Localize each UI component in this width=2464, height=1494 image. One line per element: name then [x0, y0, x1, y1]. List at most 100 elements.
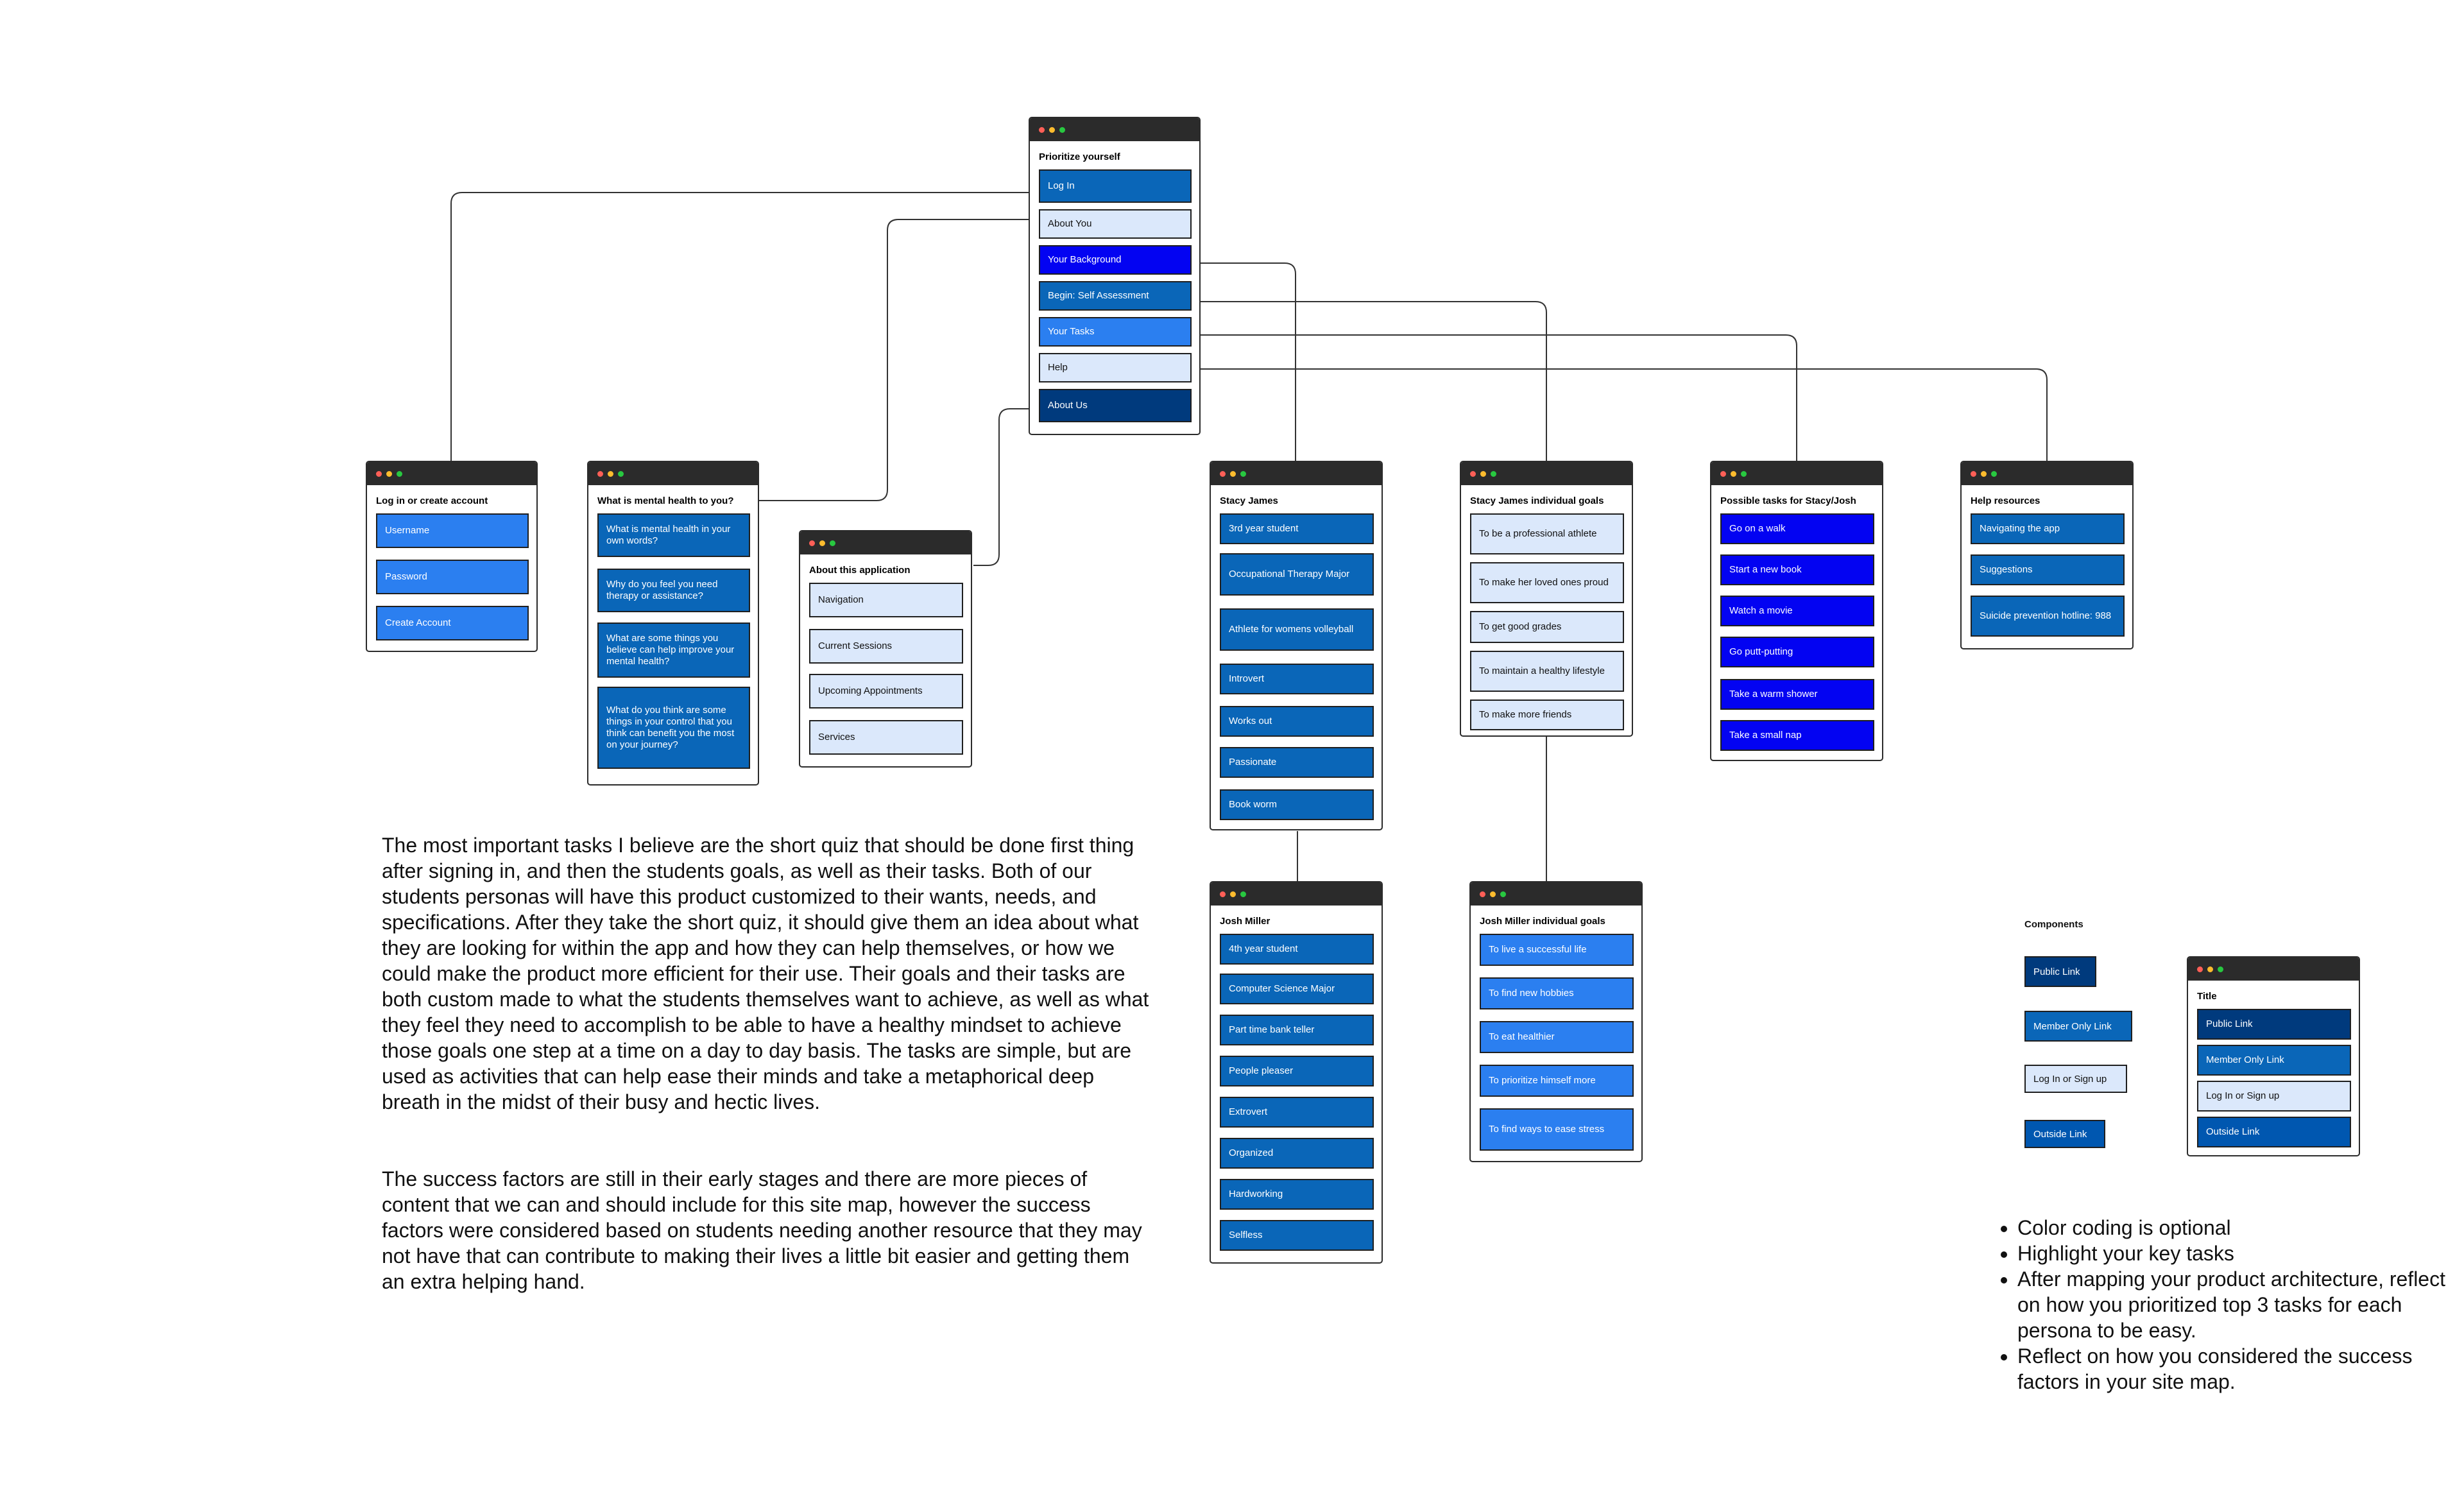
link-current-sessions[interactable]: Current Sessions — [809, 629, 963, 664]
help-link[interactable]: Navigating the app — [1971, 513, 2125, 544]
window-titlebar — [1471, 882, 1641, 906]
help-link[interactable]: Suicide prevention hotline: 988 — [1971, 596, 2125, 637]
password-field[interactable]: Password — [376, 560, 529, 594]
persona-trait[interactable]: Occupational Therapy Major — [1220, 553, 1374, 596]
close-dot-icon — [1220, 891, 1226, 897]
persona-trait[interactable]: Computer Science Major — [1220, 974, 1374, 1004]
persona-trait[interactable]: 4th year student — [1220, 934, 1374, 965]
maximize-dot-icon — [1991, 471, 1997, 477]
goal-item[interactable]: To find new hobbies — [1480, 977, 1634, 1009]
sample-public-link[interactable]: Public Link — [2197, 1009, 2351, 1040]
window-stacy-james: Stacy James 3rd year student Occupationa… — [1210, 461, 1383, 830]
persona-trait[interactable]: Introvert — [1220, 664, 1374, 694]
task-item[interactable]: Take a small nap — [1720, 720, 1874, 751]
window-title: Possible tasks for Stacy/Josh — [1720, 495, 1856, 506]
link-your-background[interactable]: Your Background — [1039, 245, 1192, 275]
task-item[interactable]: Go putt-putting — [1720, 637, 1874, 667]
link-about-us[interactable]: About Us — [1039, 389, 1192, 422]
link-help[interactable]: Help — [1039, 353, 1192, 382]
persona-trait[interactable]: People pleaser — [1220, 1056, 1374, 1086]
window-mental-health: What is mental health to you? What is me… — [587, 461, 759, 786]
instruction-item: Reflect on how you considered the succes… — [2017, 1343, 2464, 1395]
close-dot-icon — [1220, 471, 1226, 477]
persona-trait[interactable]: Hardworking — [1220, 1179, 1374, 1210]
task-item[interactable]: Take a warm shower — [1720, 679, 1874, 710]
goal-item[interactable]: To be a professional athlete — [1470, 513, 1624, 554]
window-prioritize-yourself: Prioritize yourself Log In About You You… — [1029, 117, 1201, 435]
legend-login-signup: Log In or Sign up — [2024, 1065, 2127, 1093]
minimize-dot-icon — [386, 471, 392, 477]
connector-login — [450, 192, 1029, 462]
persona-trait[interactable]: Book worm — [1220, 789, 1374, 820]
minimize-dot-icon — [1731, 471, 1736, 477]
maximize-dot-icon — [2218, 966, 2223, 972]
create-account-button[interactable]: Create Account — [376, 606, 529, 640]
minimize-dot-icon — [1480, 471, 1486, 477]
question-item[interactable]: What is mental health in your own words? — [597, 513, 750, 557]
goal-item[interactable]: To get good grades — [1470, 611, 1624, 643]
close-dot-icon — [809, 540, 815, 546]
persona-trait[interactable]: Selfless — [1220, 1220, 1374, 1251]
close-dot-icon — [376, 471, 382, 477]
window-title: Log in or create account — [376, 495, 488, 506]
maximize-dot-icon — [397, 471, 402, 477]
persona-trait[interactable]: Organized — [1220, 1138, 1374, 1169]
close-dot-icon — [1470, 471, 1476, 477]
question-item[interactable]: Why do you feel you need therapy or assi… — [597, 569, 750, 612]
maximize-dot-icon — [1491, 471, 1496, 477]
goal-item[interactable]: To eat healthier — [1480, 1021, 1634, 1053]
description-paragraph-1: The most important tasks I believe are t… — [382, 834, 1155, 1113]
window-title: Prioritize yourself — [1039, 151, 1120, 162]
window-title: Stacy James individual goals — [1470, 495, 1604, 506]
sample-outside-link[interactable]: Outside Link — [2197, 1117, 2351, 1147]
task-item[interactable]: Go on a walk — [1720, 513, 1874, 544]
goal-item[interactable]: To maintain a healthy lifestyle — [1470, 651, 1624, 692]
question-item[interactable]: What do you think are some things in you… — [597, 687, 750, 769]
connector-about-app — [973, 408, 1029, 566]
window-titlebar — [1962, 462, 2132, 485]
task-item[interactable]: Watch a movie — [1720, 596, 1874, 626]
instruction-item: Highlight your key tasks — [2017, 1241, 2464, 1266]
window-titlebar — [2188, 957, 2359, 981]
close-dot-icon — [1971, 471, 1976, 477]
window-legend-sample: Title Public Link Member Only Link Log I… — [2187, 956, 2360, 1156]
description-paragraph-2: The success factors are still in their e… — [382, 1167, 1148, 1293]
goal-item[interactable]: To make her loved ones proud — [1470, 562, 1624, 603]
link-about-you[interactable]: About You — [1039, 209, 1192, 239]
persona-trait[interactable]: Works out — [1220, 706, 1374, 737]
link-upcoming-appointments[interactable]: Upcoming Appointments — [809, 674, 963, 708]
maximize-dot-icon — [1059, 127, 1065, 133]
persona-trait[interactable]: 3rd year student — [1220, 513, 1374, 544]
link-begin-self-assessment[interactable]: Begin: Self Assessment — [1039, 281, 1192, 311]
link-navigation[interactable]: Navigation — [809, 583, 963, 617]
minimize-dot-icon — [819, 540, 825, 546]
persona-trait[interactable]: Athlete for womens volleyball — [1220, 608, 1374, 651]
window-titlebar — [1461, 462, 1632, 485]
window-help-resources: Help resources Navigating the app Sugges… — [1960, 461, 2134, 649]
link-log-in[interactable]: Log In — [1039, 169, 1192, 203]
goal-item[interactable]: To prioritize himself more — [1480, 1065, 1634, 1097]
link-your-tasks[interactable]: Your Tasks — [1039, 317, 1192, 347]
sample-member-only-link[interactable]: Member Only Link — [2197, 1045, 2351, 1076]
persona-trait[interactable]: Part time bank teller — [1220, 1015, 1374, 1045]
connector-stacy-goals — [1199, 301, 1547, 462]
window-titlebar — [367, 462, 536, 485]
window-title: Josh Miller individual goals — [1480, 916, 1605, 927]
username-field[interactable]: Username — [376, 513, 529, 548]
maximize-dot-icon — [1240, 471, 1246, 477]
persona-trait[interactable]: Passionate — [1220, 747, 1374, 778]
window-titlebar — [1211, 882, 1382, 906]
persona-trait[interactable]: Extrovert — [1220, 1097, 1374, 1128]
sample-login-signup[interactable]: Log In or Sign up — [2197, 1081, 2351, 1112]
goal-item[interactable]: To find ways to ease stress — [1480, 1108, 1634, 1151]
question-item[interactable]: What are some things you believe can hel… — [597, 622, 750, 678]
instruction-item: After mapping your product architecture,… — [2017, 1266, 2464, 1343]
legend-outside-link: Outside Link — [2024, 1120, 2105, 1148]
help-link[interactable]: Suggestions — [1971, 554, 2125, 585]
task-item[interactable]: Start a new book — [1720, 554, 1874, 585]
link-services[interactable]: Services — [809, 720, 963, 755]
legend-member-only-link: Member Only Link — [2024, 1011, 2132, 1042]
goal-item[interactable]: To make more friends — [1470, 700, 1624, 730]
window-stacy-goals: Stacy James individual goals To be a pro… — [1460, 461, 1633, 737]
goal-item[interactable]: To live a successful life — [1480, 934, 1634, 966]
